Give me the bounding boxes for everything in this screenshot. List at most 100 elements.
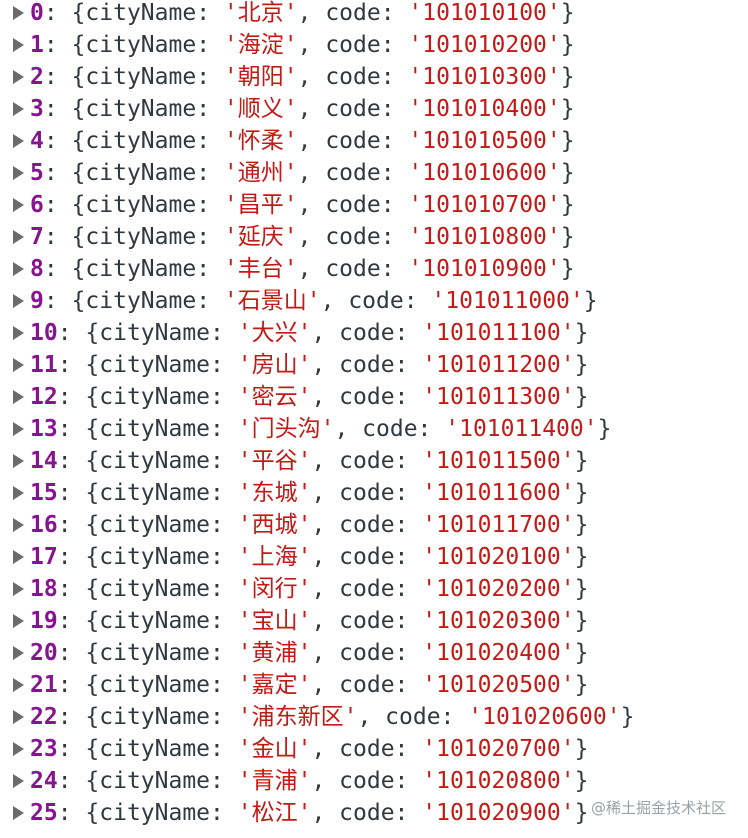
console-entry-row[interactable]: 3: {cityName: '顺义', code: '101010400'} (0, 93, 634, 125)
console-entry-row[interactable]: 23: {cityName: '金山', code: '101020700'} (0, 733, 634, 765)
console-entry-row[interactable]: 19: {cityName: '宝山', code: '101020300'} (0, 605, 634, 637)
quote: ' (237, 448, 252, 474)
quote: ' (297, 640, 312, 666)
expand-triangle-icon[interactable] (13, 518, 24, 532)
punctuation: : (196, 0, 224, 26)
expand-triangle-icon[interactable] (13, 550, 24, 564)
property-key-code: code (339, 384, 395, 410)
quote: ' (297, 800, 312, 826)
quote: ' (223, 128, 238, 154)
console-entry-row[interactable]: 14: {cityName: '平谷', code: '101011500'} (0, 445, 634, 477)
punctuation: , (297, 192, 326, 218)
expand-triangle-icon[interactable] (13, 390, 24, 404)
punctuation: : { (43, 64, 86, 90)
console-entry-row[interactable]: 18: {cityName: '闵行', code: '101020200'} (0, 573, 634, 605)
console-entry-row[interactable]: 11: {cityName: '房山', code: '101011200'} (0, 349, 634, 381)
console-entry-row[interactable]: 24: {cityName: '青浦', code: '101020800'} (0, 765, 634, 797)
punctuation: : (210, 544, 238, 570)
code-value: 101010200 (422, 32, 547, 58)
console-entry-row[interactable]: 5: {cityName: '通州', code: '101010600'} (0, 157, 634, 189)
property-key-cityname: cityName (99, 736, 211, 762)
punctuation: : { (57, 448, 100, 474)
expand-triangle-icon[interactable] (13, 646, 24, 660)
console-entry-row[interactable]: 9: {cityName: '石景山', code: '101011000'} (0, 285, 634, 317)
entry-index: 6 (30, 192, 44, 218)
quote: ' (408, 32, 423, 58)
console-entry-row[interactable]: 10: {cityName: '大兴', code: '101011100'} (0, 317, 634, 349)
property-key-cityname: cityName (99, 352, 211, 378)
console-entry-row[interactable]: 0: {cityName: '北京', code: '101010100'} (0, 0, 634, 29)
city-name-value: 昌平 (237, 192, 284, 218)
quote: ' (297, 480, 312, 506)
entry-index: 11 (30, 352, 58, 378)
punctuation: : (210, 736, 238, 762)
quote: ' (583, 416, 598, 442)
punctuation: : (380, 64, 409, 90)
expand-triangle-icon[interactable] (13, 358, 24, 372)
punctuation: : { (57, 768, 100, 794)
console-entry-row[interactable]: 21: {cityName: '嘉定', code: '101020500'} (0, 669, 634, 701)
property-key-cityname: cityName (85, 160, 197, 186)
watermark-text: @稀土掘金技术社区 (590, 799, 726, 817)
entry-index: 21 (30, 672, 58, 698)
punctuation: : (196, 192, 224, 218)
code-value: 101010400 (422, 96, 547, 122)
console-entry-row[interactable]: 4: {cityName: '怀柔', code: '101010500'} (0, 125, 634, 157)
property-key-code: code (362, 416, 418, 442)
expand-triangle-icon[interactable] (13, 262, 24, 276)
expand-triangle-icon[interactable] (13, 70, 24, 84)
punctuation: } (560, 224, 575, 250)
quote: ' (223, 64, 238, 90)
console-entry-row[interactable]: 7: {cityName: '延庆', code: '101010800'} (0, 221, 634, 253)
console-entry-row[interactable]: 20: {cityName: '黄浦', code: '101020400'} (0, 637, 634, 669)
entry-index: 3 (30, 96, 44, 122)
punctuation: : { (57, 384, 100, 410)
expand-triangle-icon[interactable] (13, 454, 24, 468)
console-entry-row[interactable]: 1: {cityName: '海淀', code: '101010200'} (0, 29, 634, 61)
console-entry-row[interactable]: 25: {cityName: '松江', code: '101020900'} (0, 797, 634, 829)
punctuation: : { (57, 352, 100, 378)
quote: ' (283, 32, 298, 58)
expand-triangle-icon[interactable] (13, 614, 24, 628)
expand-triangle-icon[interactable] (13, 294, 24, 308)
console-entry-row[interactable]: 17: {cityName: '上海', code: '101020100'} (0, 541, 634, 573)
expand-triangle-icon[interactable] (13, 102, 24, 116)
quote: ' (223, 256, 238, 282)
punctuation: : (394, 384, 423, 410)
console-entry-row[interactable]: 2: {cityName: '朝阳', code: '101010300'} (0, 61, 634, 93)
code-value: 101011600 (436, 480, 561, 506)
watermark: @稀土掘金技术社区 (590, 797, 726, 818)
expand-triangle-icon[interactable] (13, 582, 24, 596)
expand-triangle-icon[interactable] (13, 806, 24, 820)
expand-triangle-icon[interactable] (13, 326, 24, 340)
expand-triangle-icon[interactable] (13, 230, 24, 244)
console-entry-row[interactable]: 15: {cityName: '东城', code: '101011600'} (0, 477, 634, 509)
expand-triangle-icon[interactable] (13, 134, 24, 148)
console-entry-row[interactable]: 8: {cityName: '丰台', code: '101010900'} (0, 253, 634, 285)
expand-triangle-icon[interactable] (13, 422, 24, 436)
expand-triangle-icon[interactable] (13, 486, 24, 500)
expand-triangle-icon[interactable] (13, 774, 24, 788)
punctuation: , (311, 448, 340, 474)
expand-triangle-icon[interactable] (13, 678, 24, 692)
punctuation: : (394, 672, 423, 698)
expand-triangle-icon[interactable] (13, 38, 24, 52)
quote: ' (408, 224, 423, 250)
expand-triangle-icon[interactable] (13, 742, 24, 756)
console-entry-row[interactable]: 6: {cityName: '昌平', code: '101010700'} (0, 189, 634, 221)
console-entry-row[interactable]: 12: {cityName: '密云', code: '101011300'} (0, 381, 634, 413)
expand-triangle-icon[interactable] (13, 166, 24, 180)
punctuation: , (357, 704, 386, 730)
console-entry-row[interactable]: 16: {cityName: '西城', code: '101011700'} (0, 509, 634, 541)
quote: ' (560, 640, 575, 666)
console-entry-row[interactable]: 22: {cityName: '浦东新区', code: '101020600'… (0, 701, 634, 733)
quote: ' (560, 384, 575, 410)
expand-triangle-icon[interactable] (13, 198, 24, 212)
quote: ' (283, 160, 298, 186)
expand-triangle-icon[interactable] (13, 710, 24, 724)
expand-triangle-icon[interactable] (13, 6, 24, 20)
punctuation: : (394, 544, 423, 570)
console-entry-row[interactable]: 13: {cityName: '门头沟', code: '101011400'} (0, 413, 634, 445)
quote: ' (546, 32, 561, 58)
